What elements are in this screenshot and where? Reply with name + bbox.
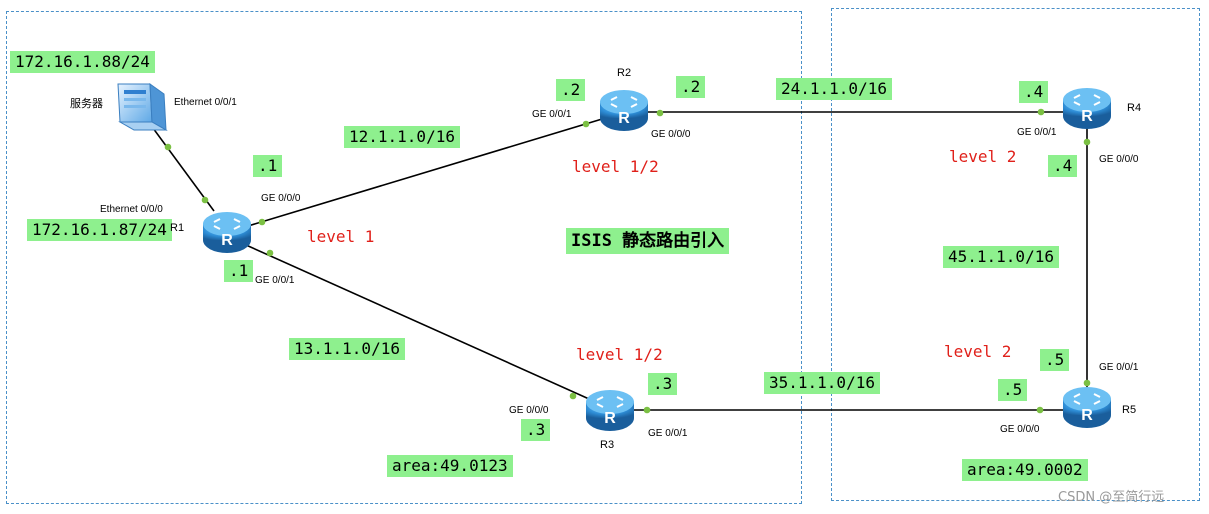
r4-level-label: level 2 (949, 147, 1017, 166)
r3-g0-suffix-label: .3 (521, 419, 551, 441)
port-dot (266, 249, 274, 257)
r2-g0-suffix-label: .2 (676, 76, 706, 98)
port-dot (582, 120, 590, 128)
link-r2-r4-network-label: 24.1.1.0/16 (776, 78, 892, 100)
r4-name-label: R4 (1127, 102, 1142, 114)
server-port-label: Ethernet 0/0/1 (174, 97, 237, 108)
area-left-label: area:49.0123 (387, 455, 513, 477)
r1-g0-suffix-label: .1 (253, 155, 283, 177)
r5-g1-suffix-label: .5 (1040, 349, 1070, 371)
link-r1-r3 (245, 244, 599, 404)
port-dot (1083, 138, 1091, 146)
r5-name-label: R5 (1122, 404, 1137, 416)
link-r1-r2 (247, 115, 613, 227)
svg-text:R: R (1081, 108, 1093, 125)
router-icon-r2: R (600, 90, 648, 131)
link-r1-r2-network-label: 12.1.1.0/16 (344, 126, 460, 148)
port-dot (1036, 406, 1044, 414)
r3-level-label: level 1/2 (576, 345, 663, 364)
r1-level-label: level 1 (307, 227, 375, 246)
r1-eth-ip-label: 172.16.1.87/24 (27, 219, 172, 241)
link-r1-r3-network-label: 13.1.1.0/16 (289, 338, 405, 360)
port-dot (1037, 108, 1045, 116)
area-right-label: area:49.0002 (962, 459, 1088, 481)
port-dot (569, 392, 577, 400)
r2-name-label: R2 (617, 67, 632, 79)
link-r4-r5-network-label: 45.1.1.0/16 (943, 246, 1059, 268)
r1-name-label: R1 (170, 222, 185, 234)
svg-text:R: R (221, 232, 233, 249)
r3-g1-suffix-label: .3 (648, 373, 678, 395)
r2-g1-port-label: GE 0/0/1 (532, 109, 572, 120)
port-dot (656, 109, 664, 117)
r5-g1-port-label: GE 0/0/1 (1099, 362, 1139, 373)
router-icon-r3: R (586, 390, 634, 431)
svg-text:R: R (604, 410, 616, 427)
r2-g1-suffix-label: .2 (556, 79, 586, 101)
r1-g0-port-label: GE 0/0/0 (261, 193, 301, 204)
port-dot (643, 406, 651, 414)
router-icon-r1: R (203, 212, 251, 253)
r2-level-label: level 1/2 (572, 157, 659, 176)
r4-g1-suffix-label: .4 (1019, 81, 1049, 103)
router-icon-r5: R (1063, 387, 1111, 428)
port-dot (258, 218, 266, 226)
svg-text:R: R (618, 110, 630, 127)
port-dot (201, 196, 209, 204)
server-name-label: 服务器 (70, 97, 103, 110)
port-dot (1083, 379, 1091, 387)
area-box-left (6, 11, 802, 504)
r1-g1-port-label: GE 0/0/1 (255, 275, 295, 286)
server-ip-label: 172.16.1.88/24 (10, 51, 155, 73)
r3-g1-port-label: GE 0/0/1 (648, 428, 688, 439)
link-r3-r5-network-label: 35.1.1.0/16 (764, 372, 880, 394)
r5-g0-port-label: GE 0/0/0 (1000, 424, 1040, 435)
r5-level-label: level 2 (944, 342, 1012, 361)
r3-name-label: R3 (600, 439, 615, 451)
server-icon (117, 82, 168, 131)
port-dot (164, 143, 172, 151)
area-box-right (831, 8, 1200, 501)
r1-g1-suffix-label: .1 (224, 260, 254, 282)
svg-text:R: R (1081, 407, 1093, 424)
r5-g0-suffix-label: .5 (998, 379, 1028, 401)
diagram-title: ISIS 静态路由引入 (566, 228, 730, 254)
watermark-text: CSDN @至简行远 (1058, 490, 1165, 505)
r3-g0-port-label: GE 0/0/0 (509, 405, 549, 416)
link-server-r1 (149, 123, 215, 212)
r4-g0-suffix-label: .4 (1048, 155, 1078, 177)
r2-g0-port-label: GE 0/0/0 (651, 129, 691, 140)
r4-g0-port-label: GE 0/0/0 (1099, 154, 1139, 165)
r4-g1-port-label: GE 0/0/1 (1017, 127, 1057, 138)
router-icon-r4: R (1063, 88, 1111, 129)
r1-eth-port-label: Ethernet 0/0/0 (100, 204, 163, 215)
